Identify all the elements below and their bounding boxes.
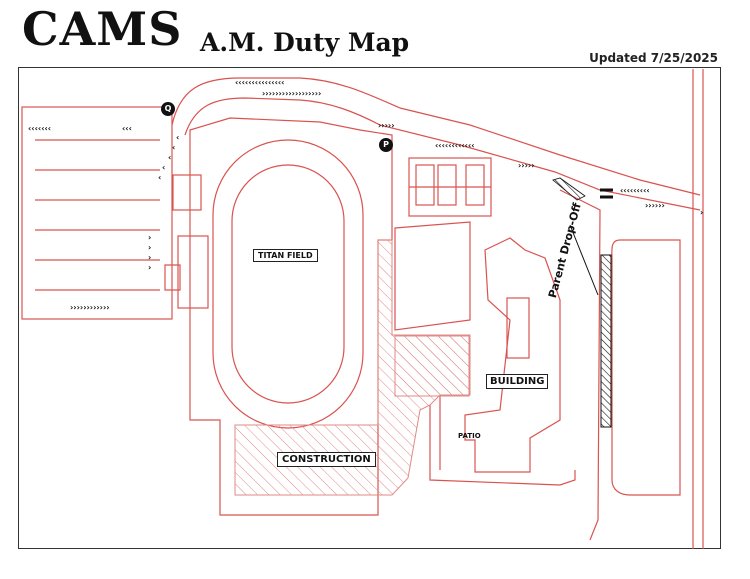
- brand-logo: CAMS: [22, 2, 183, 56]
- svg-text:››››››››››››: ››››››››››››: [70, 303, 110, 312]
- building-small-c: [164, 264, 181, 291]
- dropoff-zone: [600, 254, 612, 428]
- building-small-a: [172, 174, 202, 211]
- svg-text:‹‹‹‹‹‹‹‹‹: ‹‹‹‹‹‹‹‹‹: [620, 186, 650, 195]
- construction-zone-b: [394, 335, 470, 397]
- dropoff-lane: [559, 189, 601, 541]
- dropoff-lane-inner: [611, 239, 681, 496]
- svg-text:‹: ‹: [168, 153, 171, 162]
- svg-text:‹‹‹: ‹‹‹: [122, 124, 132, 133]
- svg-text:‹: ‹: [158, 173, 161, 182]
- dropoff-entry-zone: [552, 177, 586, 201]
- construction-label: CONSTRUCTION: [277, 452, 376, 467]
- entry-road-outer: [171, 77, 701, 196]
- map-frame: [18, 67, 721, 549]
- building-inner: [506, 297, 530, 359]
- marker-p: P: [379, 138, 393, 152]
- parking-rows: [35, 139, 160, 291]
- patio-label: PATIO: [458, 432, 481, 440]
- svg-text:››››››: ››››››: [645, 201, 665, 210]
- traffic-chevrons: ‹‹‹‹‹‹‹‹‹‹‹‹‹‹‹ ›››››››››››››››››› ‹‹‹‹‹…: [28, 78, 703, 312]
- svg-text:›››››: ›››››: [518, 161, 534, 170]
- updated-date: Updated 7/25/2025: [589, 51, 718, 65]
- main-building: [464, 237, 561, 473]
- svg-text:›: ›: [700, 208, 703, 217]
- chevron-arrow-icon: ‹‹‹‹‹‹‹‹‹‹‹‹‹‹‹: [235, 78, 284, 87]
- track-inner: [231, 164, 345, 404]
- track-outer: [212, 139, 364, 429]
- building-label: BUILDING: [486, 374, 549, 389]
- svg-text:›››››: ›››››: [378, 121, 394, 130]
- svg-text:›: ›: [148, 263, 151, 272]
- patio-walkway: [429, 405, 576, 486]
- building-complex: [394, 221, 471, 331]
- marker-q: Q: [161, 102, 175, 116]
- svg-text:›: ›: [148, 233, 151, 242]
- svg-text:‹: ‹: [172, 143, 175, 152]
- svg-text:‹: ‹: [176, 133, 179, 142]
- entry-road-inner: [184, 97, 701, 211]
- parking-lot: [21, 106, 173, 320]
- svg-text:‹‹‹‹‹‹‹‹‹‹‹‹: ‹‹‹‹‹‹‹‹‹‹‹‹: [435, 141, 475, 150]
- svg-text:›: ›: [148, 243, 151, 252]
- titan-field-label: TITAN FIELD: [253, 249, 318, 262]
- svg-text:››››››››››››››››››: ››››››››››››››››››: [262, 89, 321, 98]
- svg-text:›: ›: [148, 253, 151, 262]
- map-title: A.M. Duty Map: [200, 28, 410, 57]
- building-small-b: [177, 235, 209, 309]
- svg-text:‹‹‹‹‹‹‹: ‹‹‹‹‹‹‹: [28, 124, 51, 133]
- dropoff-pointer: [569, 224, 599, 296]
- construction-zone: [234, 239, 471, 496]
- svg-text:‹: ‹: [162, 163, 165, 172]
